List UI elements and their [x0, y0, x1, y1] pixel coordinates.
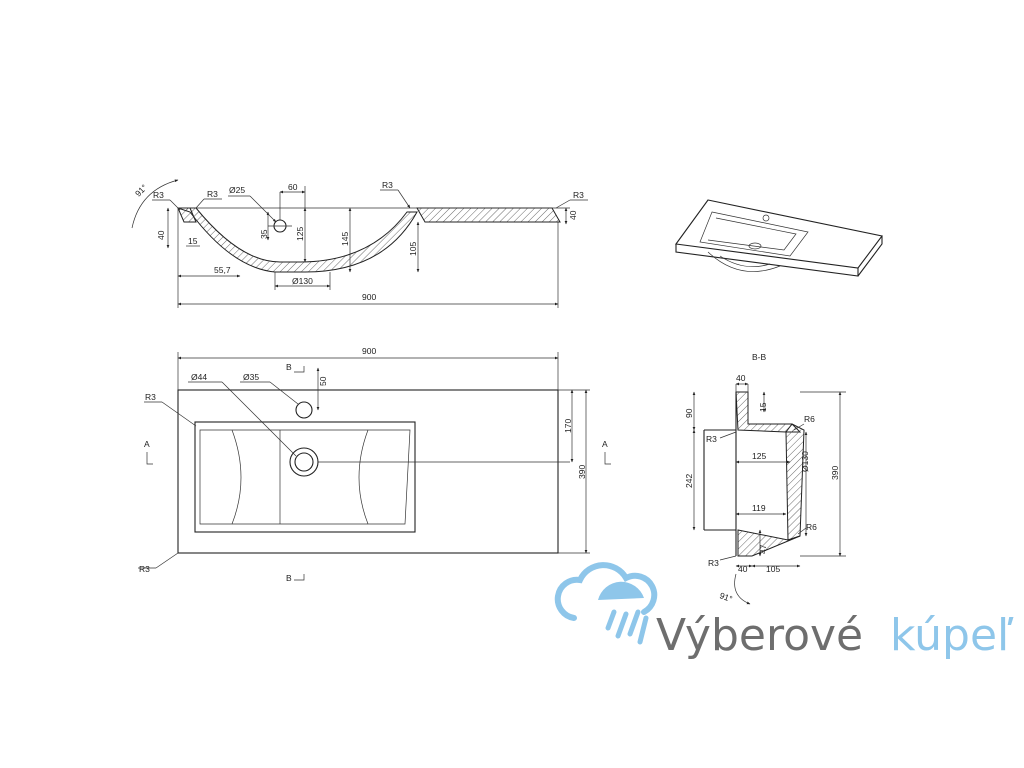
- basin-shell: [177, 207, 418, 273]
- plan-drain-outer: [289, 447, 319, 477]
- section-b-bottom: B: [286, 573, 292, 583]
- section-dim-40-bottom: 40: [738, 564, 748, 574]
- dim-deck-thickness: 40: [568, 210, 578, 220]
- dim-tap-diameter: Ø35: [243, 372, 259, 382]
- dim-40-side: 40: [156, 230, 166, 240]
- dim-total-length-plan: 900: [362, 346, 376, 356]
- plan-radius-top: R3: [145, 392, 156, 402]
- side-section-view: 900 Ø130 55,7 15 40 35 125 145 105 60 Ø2…: [131, 179, 588, 308]
- section-dim-105: 105: [766, 564, 780, 574]
- iso-top-face: [675, 199, 883, 269]
- section-diameter: Ø130: [800, 451, 810, 472]
- angle-label-side: 91°: [133, 182, 149, 198]
- brand-logo: Výberové kúpeľ: [554, 562, 1014, 661]
- dim-170: 170: [563, 419, 573, 433]
- dim-35: 35: [259, 229, 269, 239]
- dim-390-plan: 390: [577, 465, 587, 479]
- iso-tap-hole: [762, 214, 770, 222]
- shower-cloud-icon: [554, 562, 658, 645]
- section-dim-119: 119: [752, 503, 766, 513]
- brand-name-main: Výberové: [656, 610, 863, 661]
- plan-radius-bottom: R3: [139, 564, 150, 574]
- plan-view: 900 Ø44 Ø35 50 B B A A R3 R3 170 390: [138, 346, 611, 583]
- section-dim-125: 125: [752, 451, 766, 461]
- section-b-top: B: [286, 362, 292, 372]
- section-radius-bottom: R3: [708, 558, 719, 568]
- dim-55-7: 55,7: [214, 265, 231, 275]
- section-wall: [785, 423, 805, 541]
- countertop-outline: [177, 389, 559, 554]
- isometric-view: [675, 199, 883, 277]
- dim-total-length-side: 900: [362, 292, 376, 302]
- radius-label-edge: R3: [153, 190, 164, 200]
- section-a-right: A: [602, 439, 608, 449]
- radius-label-left: R3: [207, 189, 218, 199]
- section-dim-47: 47: [758, 544, 768, 554]
- dim-105-side: 105: [408, 242, 418, 256]
- dim-tap-offset: 50: [318, 376, 328, 386]
- radius-label-deck: R3: [382, 180, 393, 190]
- section-radius-lower: R6: [806, 522, 817, 532]
- dim-15-side: 15: [188, 236, 198, 246]
- deck-section: [416, 207, 561, 223]
- tap-hole: [295, 401, 313, 419]
- section-dim-242: 242: [684, 474, 694, 488]
- plan-drain-inner: [294, 452, 314, 472]
- dim-overflow-diameter: Ø44: [191, 372, 207, 382]
- section-dim-15: 15: [758, 402, 768, 412]
- dim-60: 60: [288, 182, 298, 192]
- section-title: B-B: [752, 352, 767, 362]
- section-dim-390: 390: [830, 466, 840, 480]
- radius-label-end: R3: [573, 190, 584, 200]
- basin-outline: [194, 421, 416, 533]
- section-angle: 91°: [718, 590, 734, 604]
- section-radius-left: R3: [706, 434, 717, 444]
- section-dim-40-top: 40: [736, 373, 746, 383]
- section-dim-90: 90: [684, 408, 694, 418]
- brand-name-accent: kúpeľ: [890, 610, 1014, 661]
- dim-drain-diameter: Ø25: [229, 185, 245, 195]
- section-a-left: A: [144, 439, 150, 449]
- section-bottom-rim: [737, 529, 801, 557]
- dim-145: 145: [340, 232, 350, 246]
- iso-basin: [699, 211, 809, 257]
- section-radius-upper: R6: [804, 414, 815, 424]
- section-b-b-view: B-B 40 15 90 242 125 119 Ø130 390 R6 R3: [684, 352, 846, 605]
- dim-bottom-diameter: Ø130: [292, 276, 313, 286]
- dim-125-side: 125: [295, 227, 305, 241]
